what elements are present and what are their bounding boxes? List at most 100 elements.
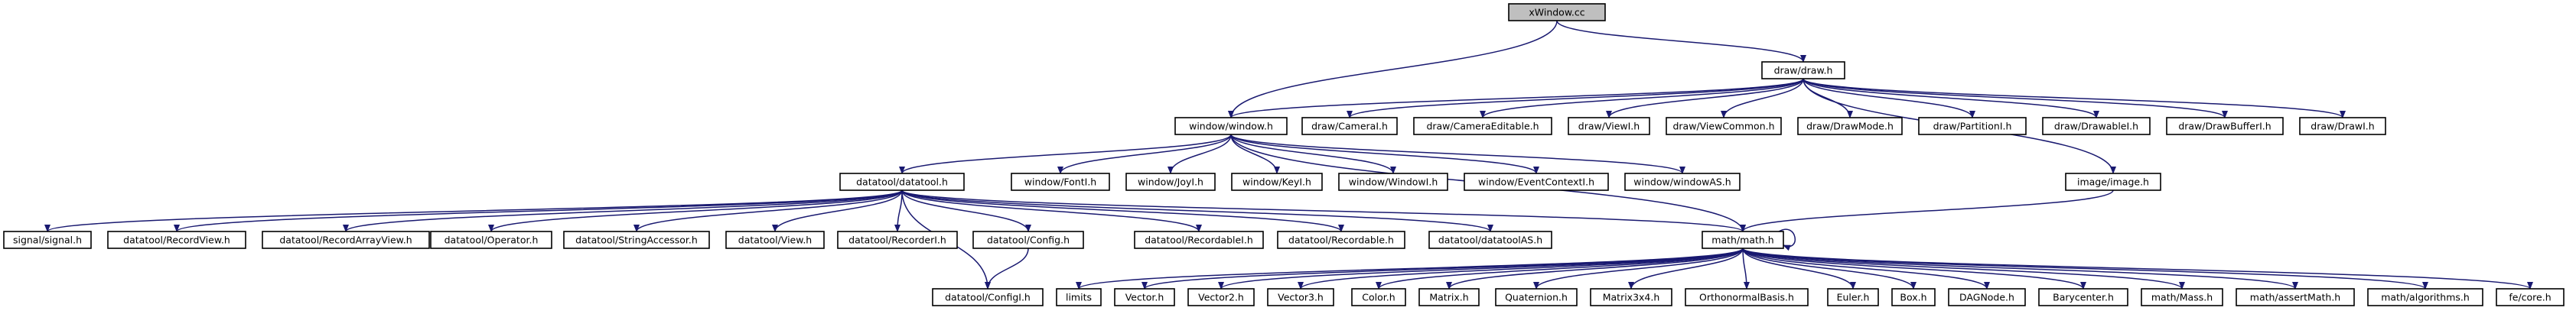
node-datatool-recorderi-h[interactable]: datatool/RecorderI.h (837, 231, 958, 249)
node-datatool-operator-h[interactable]: datatool/Operator.h (430, 231, 552, 249)
node-label: Barycenter.h (2053, 292, 2114, 303)
node-matrix3x4-h[interactable]: Matrix3x4.h (1590, 288, 1672, 306)
edge-window_window_h-to-window_windowas_h (1230, 134, 1685, 174)
node-label: datatool/RecordArrayView.h (279, 235, 412, 246)
edge-window_window_h-to-window_keyi_h (1230, 134, 1280, 174)
node-box (1011, 173, 1110, 191)
edge-math_math_h-to-color_h (1376, 248, 1744, 290)
node-draw-cameraeditable-h[interactable]: draw/CameraEditable.h (1413, 117, 1552, 135)
node-window-windowi-h[interactable]: window/WindowI.h (1338, 173, 1448, 191)
node-vector-h[interactable]: Vector.h (1114, 288, 1175, 306)
node-box (2299, 117, 2386, 135)
edge-math_math_h-to-vector3_h (1298, 248, 1744, 290)
node-quaternion-h[interactable]: Quaternion.h (1495, 288, 1578, 306)
edge-draw_draw_h-to-draw_viewi_h (1606, 78, 1804, 118)
node-box (1351, 288, 1406, 306)
edge-datatool_datatool_h-to-datatool_recordable_h (901, 189, 1344, 232)
node-label: datatool/ConfigI.h (945, 292, 1031, 303)
node-draw-camerai-h[interactable]: draw/CameraI.h (1301, 117, 1398, 135)
node-box (2141, 288, 2223, 306)
node-label: window/JoyI.h (1138, 176, 1203, 188)
node-datatool-view-h[interactable]: datatool/View.h (725, 231, 825, 249)
node-matrix-h[interactable]: Matrix.h (1418, 288, 1480, 306)
node-datatool-config-h[interactable]: datatool/Config.h (972, 231, 1084, 249)
node-window-keyi-h[interactable]: window/KeyI.h (1231, 173, 1323, 191)
node-box (1761, 61, 1845, 79)
edge-window_window_h-to-window_eventcontexti_h (1230, 134, 1539, 174)
node-box (932, 288, 1044, 306)
edge-image_image_h-to-math_math_h (1740, 189, 2114, 232)
node-window-eventcontexti-h[interactable]: window/EventContextI.h (1464, 173, 1609, 191)
node-label: Box.h (1900, 292, 1926, 303)
node-box (1267, 288, 1334, 306)
edge-datatool_config_h-to-datatool_configi_h (985, 248, 1029, 290)
node-label: image/image.h (2077, 176, 2149, 188)
node-orthonormalbasis-h[interactable]: OrthonormalBasis.h (1685, 288, 1809, 306)
node-window-fonti-h[interactable]: window/FontI.h (1011, 173, 1110, 191)
node-barycenter-h[interactable]: Barycenter.h (2038, 288, 2128, 306)
node-box (1231, 173, 1323, 191)
node-draw-drawablei-h[interactable]: draw/DrawableI.h (2042, 117, 2151, 135)
node-box (2367, 288, 2483, 306)
node-draw-draw-h[interactable]: draw/draw.h (1761, 61, 1845, 79)
node-label: window/EventContextI.h (1478, 176, 1594, 188)
edge-math_math_h-to-quaternion_h (1533, 248, 1744, 290)
node-draw-viewcommon-h[interactable]: draw/ViewCommon.h (1666, 117, 1782, 135)
node-box (262, 231, 430, 249)
node-draw-partitioni-h[interactable]: draw/PartitionI.h (1918, 117, 2027, 135)
node-math-algorithms-h[interactable]: math/algorithms.h (2367, 288, 2483, 306)
node-datatool-recordarrayview-h[interactable]: datatool/RecordArrayView.h (262, 231, 430, 249)
node-datatool-datatoolas-h[interactable]: datatool/datatoolAS.h (1428, 231, 1552, 249)
node-xwindow-cc[interactable]: xWindow.cc (1508, 3, 1606, 21)
node-draw-viewi-h[interactable]: draw/ViewI.h (1568, 117, 1650, 135)
node-fe-core-h[interactable]: fe/core.h (2496, 288, 2565, 306)
edge-xwindow_cc-to-draw_draw_h (1556, 20, 1806, 63)
node-math-mass-h[interactable]: math/Mass.h (2141, 288, 2223, 306)
node-datatool-datatool-h[interactable]: datatool/datatool.h (839, 173, 965, 191)
node-label: datatool/Operator.h (445, 235, 539, 246)
node-math-assertmath-h[interactable]: math/assertMath.h (2236, 288, 2355, 306)
edge-draw_draw_h-to-draw_drawablei_h (1803, 78, 2099, 118)
node-window-joyi-h[interactable]: window/JoyI.h (1125, 173, 1216, 191)
node-math-math-h[interactable]: math/math.h (1702, 231, 1784, 249)
node-dagnode-h[interactable]: DAGNode.h (1948, 288, 2026, 306)
node-box (1056, 288, 1102, 306)
node-label: xWindow.cc (1529, 7, 1584, 18)
node-label: Color.h (1362, 292, 1395, 303)
node-box (1277, 231, 1405, 249)
edge-math_math_h-to-euler_h (1742, 248, 1856, 290)
node-window-windowas-h[interactable]: window/windowAS.h (1624, 173, 1741, 191)
edge-datatool_datatool_h-to-datatool_operator_h (488, 189, 903, 232)
node-window-window-h[interactable]: window/window.h (1174, 117, 1288, 135)
edge-math_math_h-to-math_mass_h (1742, 248, 2185, 290)
node-label: window/window.h (1189, 121, 1273, 132)
node-box (1948, 288, 2026, 306)
node-draw-drawi-h[interactable]: draw/DrawI.h (2299, 117, 2386, 135)
node-label: datatool/Config.h (987, 235, 1070, 246)
node-signal-signal-h[interactable]: signal/signal.h (3, 231, 92, 249)
node-color-h[interactable]: Color.h (1351, 288, 1406, 306)
node-label: Vector3.h (1278, 292, 1324, 303)
node-box (430, 231, 552, 249)
node-box (1174, 117, 1288, 135)
node-box (1418, 288, 1480, 306)
node-datatool-recordablei-h[interactable]: datatool/RecordableI.h (1134, 231, 1264, 249)
edge-draw_draw_h-to-draw_viewcommon_h (1721, 78, 1804, 118)
edge-draw_draw_h-to-window_window_h (1228, 78, 1804, 118)
node-limits[interactable]: limits (1056, 288, 1102, 306)
node-box (3, 231, 92, 249)
node-datatool-recordable-h[interactable]: datatool/Recordable.h (1277, 231, 1405, 249)
node-box (1187, 288, 1255, 306)
edge-draw_draw_h-to-draw_partitioni_h (1803, 78, 1975, 118)
node-datatool-recordview-h[interactable]: datatool/RecordView.h (107, 231, 246, 249)
node-image-image-h[interactable]: image/image.h (2065, 173, 2161, 191)
node-draw-drawbufferi-h[interactable]: draw/DrawBufferI.h (2166, 117, 2284, 135)
node-vector3-h[interactable]: Vector3.h (1267, 288, 1334, 306)
node-draw-drawmode-h[interactable]: draw/DrawMode.h (1797, 117, 1903, 135)
node-datatool-stringaccessor-h[interactable]: datatool/StringAccessor.h (563, 231, 710, 249)
node-euler-h[interactable]: Euler.h (1827, 288, 1879, 306)
node-datatool-configi-h[interactable]: datatool/ConfigI.h (932, 288, 1044, 306)
node-label: window/KeyI.h (1242, 176, 1311, 188)
node-vector2-h[interactable]: Vector2.h (1187, 288, 1255, 306)
node-box-h[interactable]: Box.h (1891, 288, 1936, 306)
